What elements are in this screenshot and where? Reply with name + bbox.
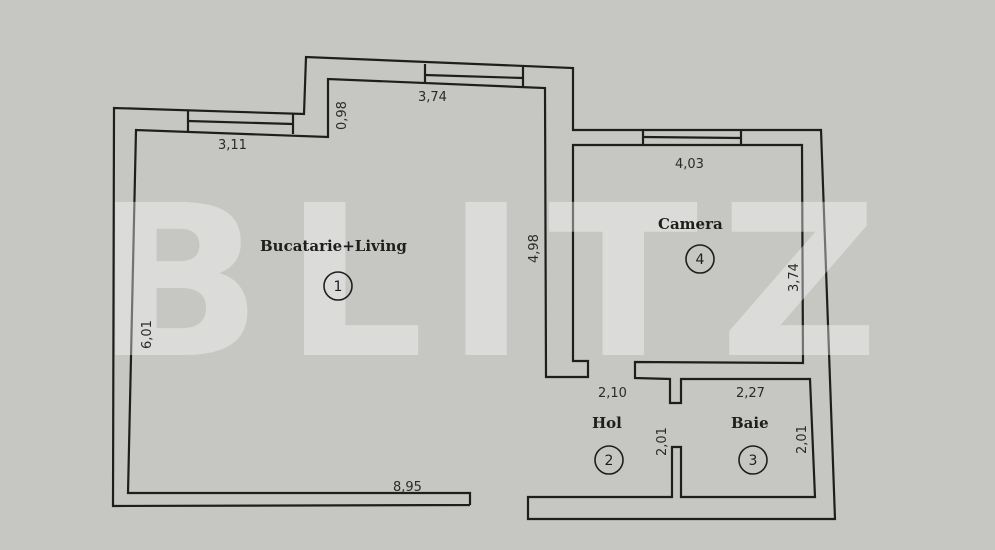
dim-hol-right: 2,01 (655, 427, 670, 456)
room-label: Camera (658, 215, 723, 233)
dim-hol-top: 2,10 (598, 386, 627, 401)
room-label: Baie (731, 414, 769, 432)
window-living-left (186, 111, 295, 134)
room-number-circle (594, 445, 624, 475)
outer-wall (111, 55, 837, 521)
dim-living-top-left: 3,11 (218, 138, 247, 153)
dim-baie-right: 2,01 (795, 425, 810, 454)
dim-baie-top: 2,27 (736, 386, 765, 401)
room-number-circle (685, 244, 715, 274)
dim-living-right: 4,98 (527, 234, 542, 263)
room-number: 1 (334, 279, 343, 295)
dim-living-step: 0,98 (335, 101, 350, 130)
room-label: Hol (592, 414, 622, 432)
dim-living-top-right: 3,74 (418, 90, 447, 105)
dim-living-bottom: 8,95 (393, 480, 422, 495)
room-camera: Camera 4 (658, 215, 723, 274)
dim-camera-top: 4,03 (675, 157, 704, 172)
room-hol: Hol 2 (592, 414, 624, 475)
room-number: 2 (605, 453, 614, 469)
watermark: BLITZ (95, 160, 900, 405)
window-living-right (423, 64, 525, 87)
room-number-circle (323, 271, 353, 301)
room-number-circle (738, 445, 768, 475)
dim-camera-right: 3,74 (787, 263, 802, 292)
room-baie: Baie 3 (731, 414, 769, 475)
dim-living-left: 6,01 (140, 320, 155, 349)
room-bucatarie-living: Bucatarie+Living 1 (260, 237, 407, 301)
room-number: 4 (696, 252, 705, 268)
room-number: 3 (749, 453, 758, 469)
room-label: Bucatarie+Living (260, 237, 407, 255)
walls (111, 55, 837, 521)
window-camera (641, 130, 743, 145)
